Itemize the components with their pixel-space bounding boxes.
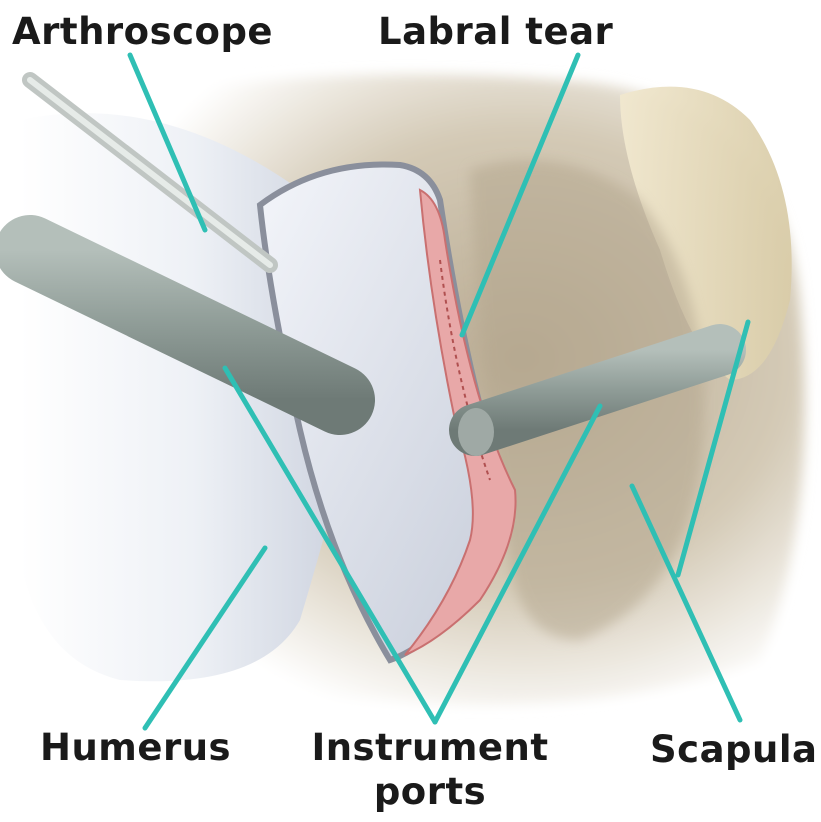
label-humerus: Humerus	[40, 728, 231, 768]
label-arthroscope: Arthroscope	[12, 12, 273, 52]
label-scapula: Scapula	[650, 730, 818, 770]
label-labral-tear: Labral tear	[378, 12, 613, 52]
label-instrument-ports: Instrument ports	[300, 726, 560, 814]
